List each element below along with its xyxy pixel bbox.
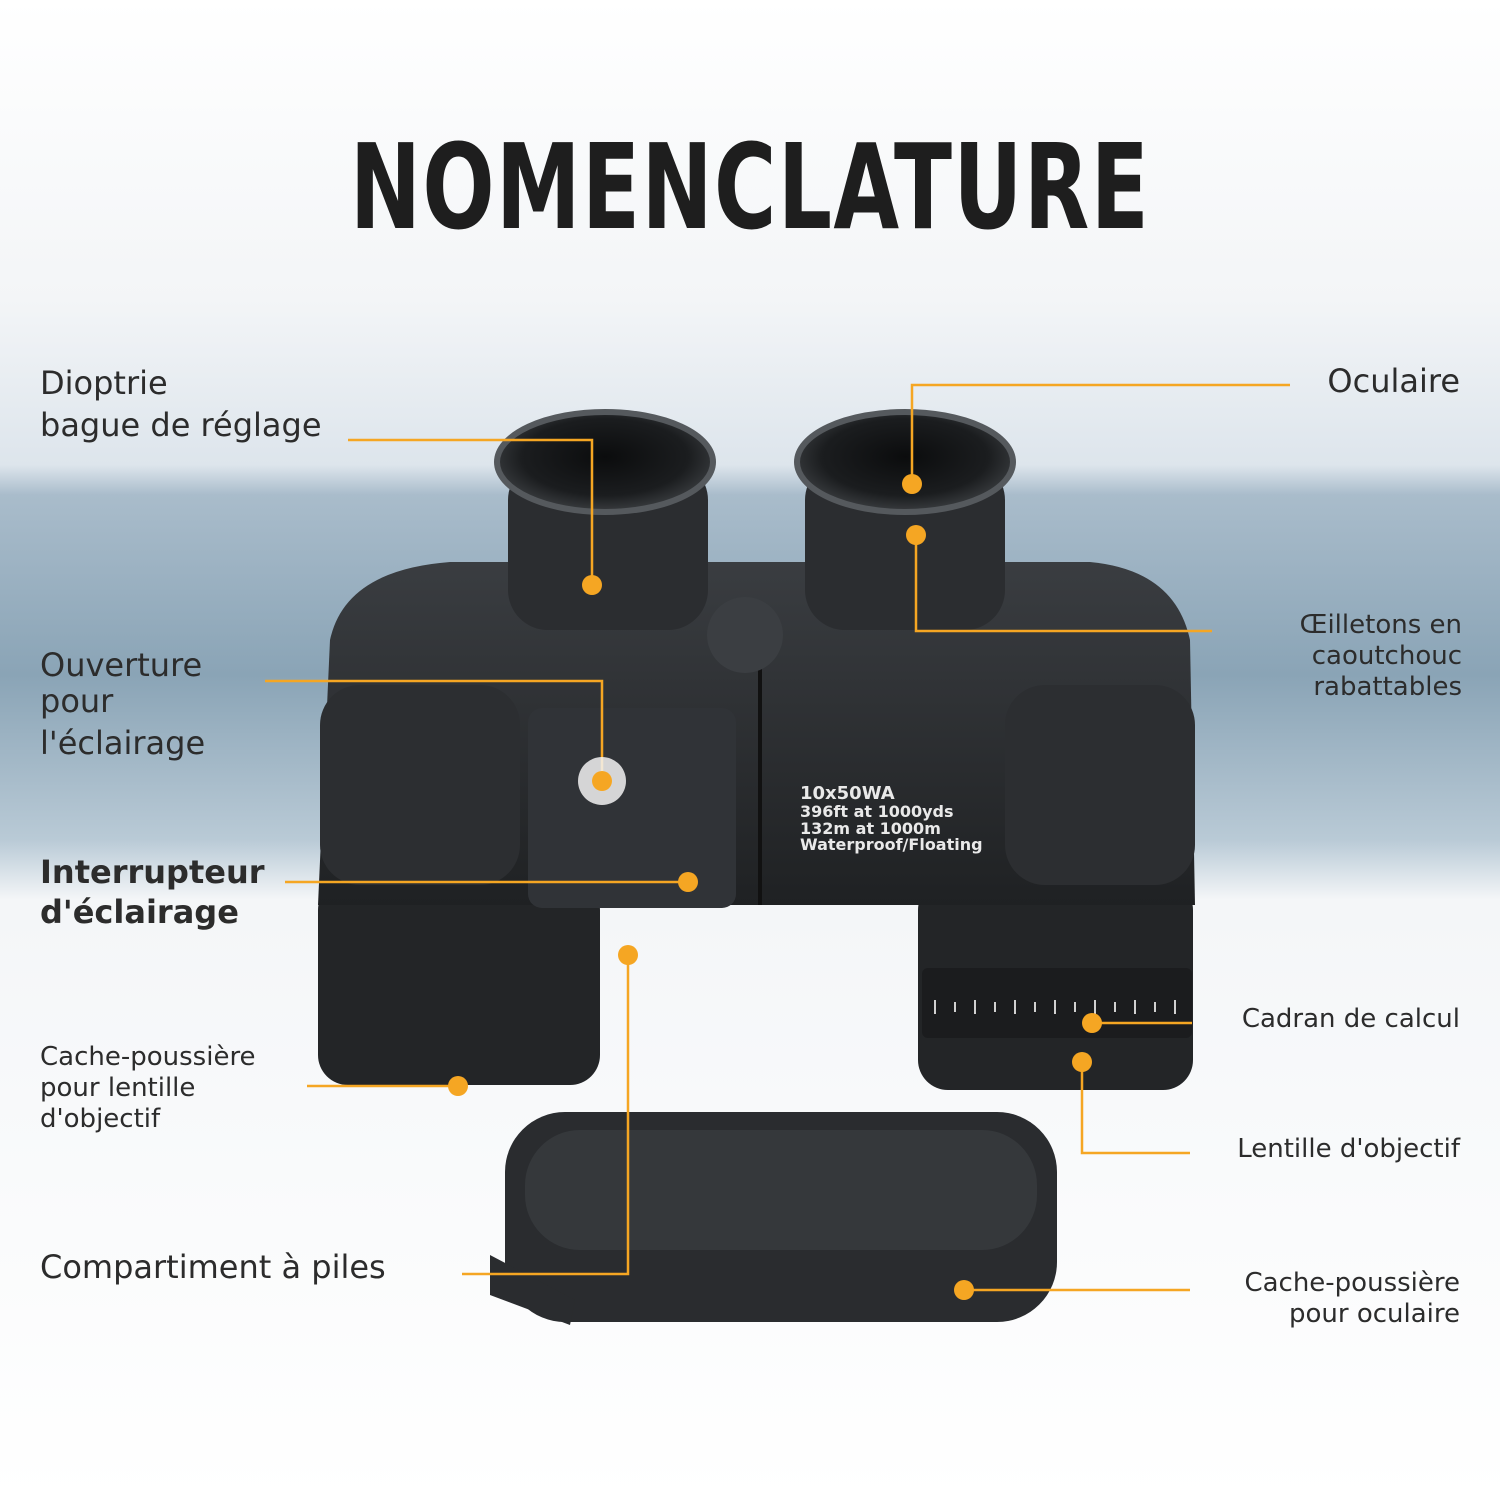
cover-strap [490,1255,575,1325]
product-marking: 10x50WA 396ft at 1000yds 132m at 1000m W… [800,783,983,855]
leader-oculaire [910,383,1290,484]
leader-dioptrie [348,438,594,585]
label-ouverture: Ouverture pour l'éclairage [40,646,206,762]
label-cache-oculaire: Cache-poussière pour oculaire [1244,1268,1460,1330]
label-lentille: Lentille d'objectif [1237,1134,1460,1164]
illumination-panel [528,708,736,908]
label-dioptrie: Dioptrie bague de réglage [40,364,322,444]
marking-line: 396ft at 1000yds [800,801,954,821]
dot-dioptrie [582,575,602,595]
focus-knob [707,597,783,673]
marking-line: Waterproof/Floating [800,835,983,855]
marking-line: 132m at 1000m [800,818,941,838]
eyecup-left [494,409,716,515]
leader-lentille [1080,1062,1190,1155]
eyecup-right [794,409,1016,515]
grip-right [1005,685,1195,885]
page-title: NOMENCLATURE [349,118,1151,256]
label-cadran: Cadran de calcul [1241,1004,1460,1034]
dot-cache-oculaire [954,1280,974,1300]
label-oculaire: Oculaire [1327,362,1460,400]
dot-oeilletons [906,525,926,545]
objective-barrel-left [318,880,600,1085]
label-oeilletons: Œilletons en caoutchouc rabattables [1299,610,1462,703]
dot-piles [618,945,638,965]
leader-ouverture [265,679,604,781]
marking-line: 10x50WA [800,783,895,804]
label-interrupteur: Interrupteur d'éclairage [40,853,265,931]
leader-piles [462,955,630,1276]
label-cache-objectif: Cache-poussière pour lentille d'objectif [40,1042,256,1135]
grip-left [320,685,520,885]
dot-oculaire [902,474,922,494]
dot-cache-objectif [448,1076,468,1096]
leader-oeilletons [914,535,1212,633]
dot-interrupteur [678,872,698,892]
eyepiece-cover-top [525,1130,1037,1250]
dot-lentille [1072,1052,1092,1072]
dot-cadran [1082,1013,1102,1033]
compass-dial [922,968,1192,1038]
label-piles: Compartiment à piles [40,1248,386,1286]
